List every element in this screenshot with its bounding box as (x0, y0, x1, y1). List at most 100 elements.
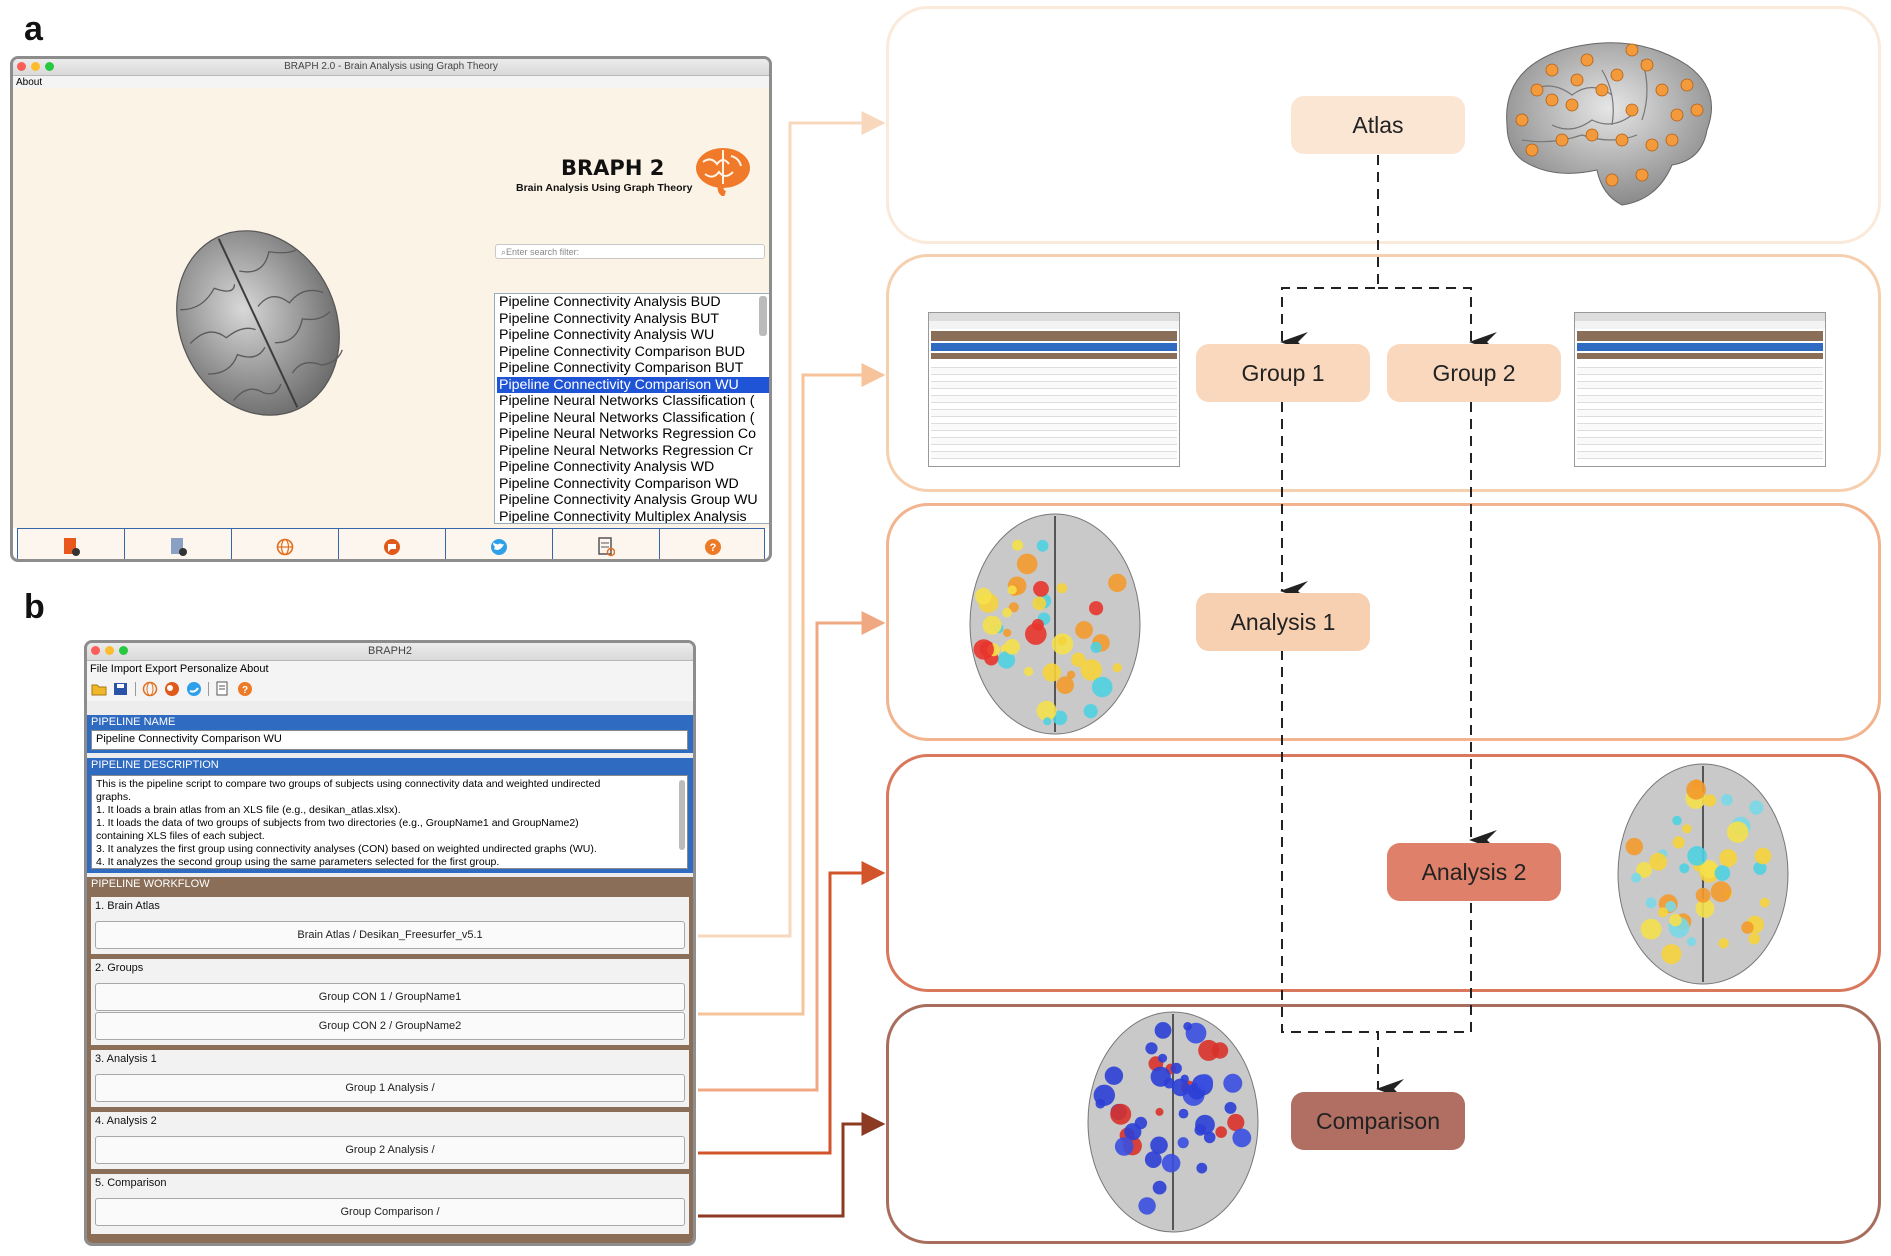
description-scrollbar[interactable] (679, 780, 685, 850)
pipeline-list-item[interactable]: Pipeline Connectivity Analysis WU (499, 327, 715, 343)
twitter-icon[interactable] (186, 681, 202, 697)
pipeline-list-item[interactable]: Pipeline Neural Networks Regression Co (499, 426, 757, 442)
window-a-title: BRAPH 2.0 - Brain Analysis using Graph T… (284, 61, 498, 72)
brain-region-node (1112, 663, 1122, 673)
brain-region-node (1223, 1073, 1243, 1093)
pipeline-list-item[interactable]: Pipeline Connectivity Comparison BUT (499, 360, 744, 376)
brain-region-node (1003, 628, 1012, 637)
group-1-button[interactable]: Group CON 1 / GroupName1 (95, 983, 685, 1011)
forum-button[interactable] (339, 529, 446, 559)
brain-region-node (1033, 581, 1049, 597)
brain-region-node (1114, 1137, 1134, 1156)
zoom-window-icon[interactable] (45, 62, 54, 71)
brain-region-node (1150, 1066, 1171, 1087)
menu-file[interactable]: File (90, 663, 108, 675)
window-a-menubar: About (13, 76, 769, 89)
brain-region-node (1682, 824, 1692, 834)
brain-region-node (1649, 852, 1668, 871)
atlas-region-node (1655, 83, 1669, 97)
analysis-1-brain-image (969, 513, 1141, 735)
search-placeholder: Enter search filter: (506, 247, 580, 257)
menu-about[interactable]: About (239, 663, 269, 675)
step-title: 1. Brain Atlas (95, 900, 160, 912)
analysis-2-button[interactable]: Group 2 Analysis / (95, 1136, 685, 1164)
pipeline-list-item[interactable]: Pipeline Neural Networks Classification … (499, 393, 755, 409)
table-row (1577, 417, 1823, 424)
brain-region-node (1150, 1136, 1168, 1155)
brain-region-node (1196, 1074, 1214, 1091)
pipeline-list-item[interactable]: Pipeline Connectivity Analysis Group WU (499, 492, 758, 508)
step-title: 3. Analysis 1 (95, 1053, 157, 1065)
log-button[interactable] (553, 529, 660, 559)
group-1-node: Group 1 (1196, 344, 1370, 402)
pipeline-list-item[interactable]: Pipeline Neural Networks Classification … (499, 409, 755, 426)
table-row (1577, 424, 1823, 431)
pipeline-list-item[interactable]: Pipeline Connectivity Analysis BUD (499, 294, 721, 310)
log-icon[interactable] (215, 681, 231, 697)
close-window-icon[interactable] (17, 62, 26, 71)
help-icon[interactable]: ? (237, 681, 253, 697)
brain-region-node (1032, 596, 1047, 611)
workflow-step-analysis-1: 3. Analysis 1 Group 1 Analysis / (91, 1050, 689, 1107)
brain-region-node (1171, 1078, 1190, 1097)
description-line: 4. It analyzes the second group using th… (96, 856, 500, 868)
table-row (1577, 410, 1823, 417)
pipeline-list-item[interactable]: Pipeline Connectivity Comparison WU (497, 376, 769, 393)
pipeline-list-scrollbar[interactable] (759, 296, 767, 336)
brain-region-node (1759, 897, 1770, 908)
svg-text:?: ? (242, 685, 248, 696)
description-line: containing XLS files of each subject. (96, 830, 265, 842)
atlas-region-node (1580, 53, 1594, 67)
brain-region-node (1687, 937, 1697, 947)
group-2-button[interactable]: Group CON 2 / GroupName2 (95, 1012, 685, 1040)
brain-region-node (1075, 621, 1093, 639)
pipeline-list-item[interactable]: Pipeline Connectivity Multiplex Analysis (499, 508, 747, 524)
minimize-window-icon[interactable] (31, 62, 40, 71)
help-button[interactable]: ? (660, 529, 766, 559)
table-row (931, 375, 1177, 382)
open-pipeline-icon (64, 538, 80, 556)
open-folder-icon[interactable] (91, 682, 107, 696)
brain-atlas-button[interactable]: Brain Atlas / Desikan_Freesurfer_v5.1 (95, 921, 685, 949)
website-button[interactable] (232, 529, 339, 559)
brain-region-node (1007, 585, 1017, 595)
brain-region-node (1710, 881, 1732, 903)
brain-region-node (1672, 815, 1682, 826)
pipeline-list-item[interactable]: Pipeline Connectivity Analysis WD (499, 459, 715, 475)
panel-letter-a: a (24, 10, 43, 48)
zoom-window-icon[interactable] (119, 646, 128, 655)
pipeline-name-field[interactable]: Pipeline Connectivity Comparison WU (91, 730, 688, 750)
brain-region-node (1161, 1153, 1181, 1173)
website-icon[interactable] (142, 681, 158, 697)
forum-icon[interactable] (164, 681, 180, 697)
close-window-icon[interactable] (91, 646, 100, 655)
table-row (931, 396, 1177, 403)
pipeline-description-field[interactable]: This is the pipeline script to compare t… (91, 775, 688, 869)
menu-personalize[interactable]: Personalize (179, 663, 238, 675)
pipeline-list-item[interactable]: Pipeline Connectivity Comparison WD (499, 475, 739, 492)
comparison-button[interactable]: Group Comparison / (95, 1198, 685, 1226)
atlas-region-node (1545, 63, 1559, 77)
connector-analysis-2 (698, 861, 886, 1155)
new-pipeline-button[interactable] (125, 529, 232, 559)
menu-export[interactable]: Export (145, 663, 177, 675)
twitter-button[interactable] (446, 529, 553, 559)
menu-import[interactable]: Import (110, 663, 142, 675)
brain-region-node (1741, 921, 1754, 934)
group-2-node: Group 2 (1387, 344, 1561, 402)
atlas-region-node (1665, 133, 1679, 147)
table-row (931, 417, 1177, 424)
brain-region-node (1090, 641, 1102, 653)
menu-about[interactable]: About (16, 77, 43, 88)
brain-region-node (1177, 1137, 1189, 1149)
analysis-1-button[interactable]: Group 1 Analysis / (95, 1074, 685, 1102)
open-pipeline-button[interactable] (18, 529, 125, 559)
pipeline-list-item[interactable]: Pipeline Neural Networks Regression Cr (499, 442, 753, 459)
pipeline-list-item[interactable]: Pipeline Connectivity Analysis BUT (499, 310, 720, 327)
pipeline-list-item[interactable]: Pipeline Connectivity Comparison BUD (499, 343, 746, 360)
save-icon[interactable] (113, 682, 129, 696)
pipeline-search-input[interactable]: ⌕Enter search filter: (495, 244, 765, 259)
minimize-window-icon[interactable] (105, 646, 114, 655)
brain-region-node (1057, 636, 1067, 646)
